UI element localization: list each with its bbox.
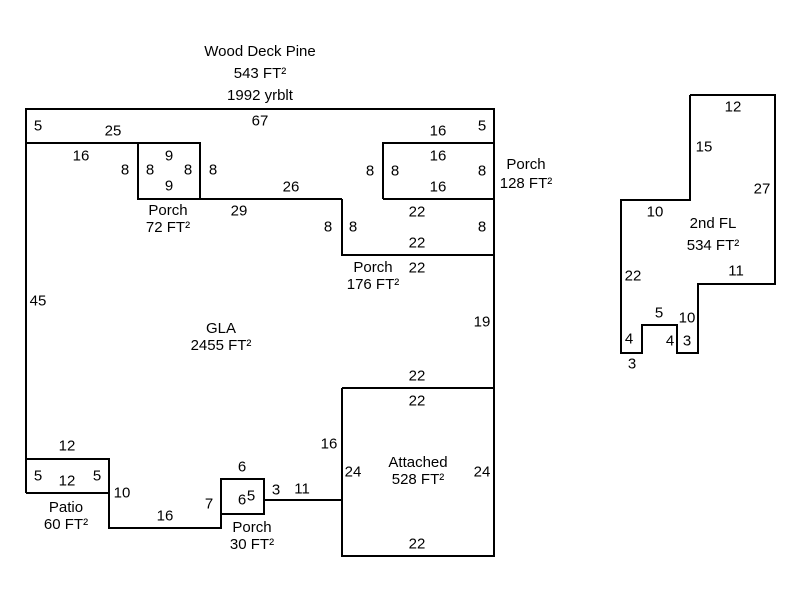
wood-deck-label: Wood Deck Pine 543 FT² 1992 yrblt: [204, 41, 315, 107]
porch-72-area: 72 FT²: [145, 219, 191, 236]
dim-patio-right: 5: [92, 467, 102, 485]
dim-p176-bottom: 22: [408, 234, 426, 252]
porch-30-name: Porch: [232, 519, 272, 536]
patio-label: Patio 60 FT²: [44, 499, 88, 533]
wood-deck-area: 543 FT²: [233, 65, 287, 82]
dim-p128-outer-left: 8: [365, 162, 375, 180]
dim-gla-top-left: 16: [72, 147, 90, 165]
gla-area: 2455 FT²: [190, 337, 252, 354]
dim-gla-below-p176: 22: [408, 259, 426, 277]
dim-gla-left: 45: [29, 292, 47, 310]
second-floor-label: 2nd FL 534 FT²: [687, 213, 740, 257]
dim-fl2-left: 22: [624, 267, 642, 285]
dim-fl2-notch-left: 4: [624, 330, 634, 348]
dim-p72-top: 9: [164, 147, 174, 165]
dim-p128-top: 16: [429, 147, 447, 165]
dim-deck-top-right: 16: [429, 122, 447, 140]
dim-p30-inner: 6: [237, 491, 247, 509]
wood-deck-outline: [25, 108, 495, 143]
porch-128-outline: [382, 142, 494, 199]
garage-outline: [341, 387, 495, 557]
dim-fl2-step-right: 11: [728, 262, 744, 280]
garage-label: Attached 528 FT²: [388, 454, 447, 488]
dim-p176-outer-left: 8: [323, 218, 333, 236]
dim-p72-right: 8: [183, 161, 193, 179]
dim-gla-right: 19: [473, 313, 491, 331]
dim-deck-left: 5: [33, 117, 43, 135]
garage-name: Attached: [388, 454, 448, 471]
porch-30-outline: [220, 478, 265, 515]
dim-gla-bottom-right: 11: [294, 480, 310, 498]
dim-garage-right: 24: [473, 463, 491, 481]
patio-outline: [26, 458, 110, 494]
patio-name: Patio: [48, 499, 84, 516]
porch-176-label: Porch 176 FT²: [347, 259, 400, 293]
dim-garage-left: 24: [344, 463, 362, 481]
dim-gla-above-garage: 22: [408, 367, 426, 385]
dim-p128-left: 8: [390, 162, 400, 180]
dim-deck-top-left: 25: [104, 122, 122, 140]
porch-128-name: Porch: [506, 156, 546, 173]
porch-30-area: 30 FT²: [229, 536, 275, 553]
dim-fl2-bottom-right: 3: [682, 332, 692, 350]
dim-gla-right-of-p30: 3: [271, 481, 281, 499]
porch-72-label: Porch 72 FT²: [146, 202, 190, 236]
dim-fl2-notch-right: 4: [665, 332, 675, 350]
dim-garage-top: 22: [408, 392, 426, 410]
dim-p72-left: 8: [145, 161, 155, 179]
dim-gla-top-mid: 26: [282, 178, 300, 196]
dim-deck-right: 5: [477, 117, 487, 135]
dim-p128-right: 8: [477, 162, 487, 180]
dim-fl2-bottom-left: 3: [627, 355, 637, 373]
second-floor-outline: [620, 94, 776, 354]
wood-deck-name: Wood Deck Pine: [204, 43, 316, 60]
dim-fl2-top: 12: [724, 98, 742, 116]
dim-gla-bottom-left: 16: [156, 507, 174, 525]
porch-176-area: 176 FT²: [346, 276, 400, 293]
porch-176-name: Porch: [353, 259, 393, 276]
dim-patio-left: 5: [33, 467, 43, 485]
dim-fl2-notch-top: 5: [654, 304, 664, 322]
dim-p176-right: 8: [477, 218, 487, 236]
porch-128-area: 128 FT²: [499, 175, 553, 192]
dim-garage-bottom: 22: [408, 535, 426, 553]
porch-128-label: Porch 128 FT²: [500, 155, 553, 193]
dim-gla-below-p72: 29: [230, 202, 248, 220]
dim-p176-top: 22: [408, 203, 426, 221]
dim-fl2-right: 27: [753, 180, 771, 198]
patio-area: 60 FT²: [43, 516, 89, 533]
dim-gla-left-of-garage: 16: [320, 435, 338, 453]
porch-176-outline: [341, 199, 494, 256]
gla-label: GLA 2455 FT²: [191, 320, 252, 354]
dim-patio-mid: 12: [58, 472, 76, 490]
dim-gla-right-of-patio: 10: [113, 484, 131, 502]
dim-fl2-upper-left: 15: [695, 138, 713, 156]
second-floor-name: 2nd FL: [689, 215, 737, 232]
dim-p30-top: 6: [237, 458, 247, 476]
gla-name: GLA: [205, 320, 237, 337]
garage-area: 528 FT²: [391, 471, 445, 488]
dim-fl2-right-low: 10: [678, 309, 696, 327]
dim-gla-porch72-right: 8: [208, 161, 218, 179]
dim-gla-left-of-p30: 7: [204, 495, 214, 513]
wood-deck-year: 1992 yrblt: [227, 87, 293, 104]
dim-gla-porch72-left: 8: [120, 161, 130, 179]
porch-72-name: Porch: [148, 202, 188, 219]
dim-patio-top-outer: 12: [58, 437, 76, 455]
dim-p30-right: 5: [246, 487, 256, 505]
dim-p176-left: 8: [348, 218, 358, 236]
gla-bottom-left-wall: [108, 493, 222, 529]
dim-deck-top: 67: [251, 112, 269, 130]
dim-p128-bottom: 16: [429, 178, 447, 196]
second-floor-area: 534 FT²: [686, 237, 740, 254]
dim-p72-bottom: 9: [164, 177, 174, 195]
dim-fl2-step-top: 10: [646, 203, 664, 221]
porch-30-label: Porch 30 FT²: [230, 519, 274, 553]
